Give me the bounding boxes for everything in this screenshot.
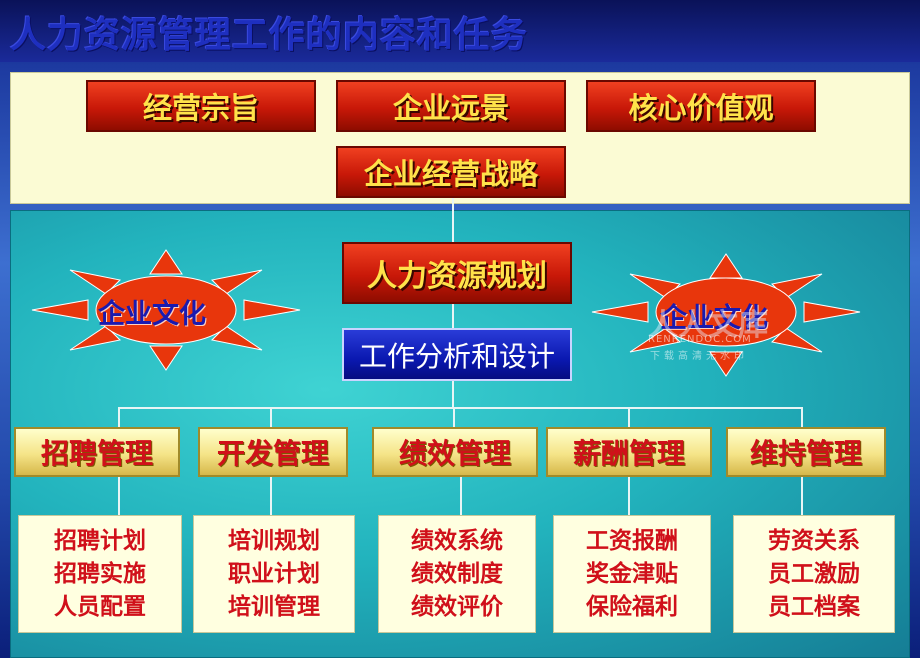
detail-item: 职业计划 — [228, 560, 320, 587]
detail-item: 绩效评价 — [411, 593, 503, 620]
detail-item: 保险福利 — [586, 593, 678, 620]
mgmt-performance: 绩效管理 — [372, 427, 538, 477]
detail-item: 绩效系统 — [411, 527, 503, 554]
connector-job-bus — [452, 381, 454, 408]
hr-planning-label: 人力资源规划 — [367, 259, 547, 294]
detail-item: 劳资关系 — [768, 527, 860, 554]
detail-item: 员工档案 — [768, 593, 860, 620]
detail-item: 招聘实施 — [54, 560, 146, 587]
connector-detail-2 — [270, 477, 272, 515]
connector-bus-5 — [801, 407, 803, 427]
detail-item: 培训管理 — [228, 593, 320, 620]
detail-development: 培训规划 职业计划 培训管理 — [193, 515, 355, 633]
connector-detail-5 — [801, 477, 803, 515]
culture-label-right: 企业文化 — [660, 303, 768, 334]
mgmt-recruitment-label: 招聘管理 — [40, 437, 153, 470]
mgmt-maintenance-label: 维持管理 — [749, 437, 862, 470]
detail-performance: 绩效系统 绩效制度 绩效评价 — [378, 515, 536, 633]
detail-item: 员工激励 — [768, 560, 860, 587]
vision-label: 企业远景 — [392, 91, 509, 125]
mgmt-recruitment: 招聘管理 — [14, 427, 180, 477]
mgmt-compensation-label: 薪酬管理 — [572, 437, 685, 470]
detail-item: 奖金津贴 — [586, 560, 678, 587]
values-label: 核心价值观 — [628, 91, 774, 125]
detail-item: 绩效制度 — [411, 560, 503, 587]
mgmt-compensation: 薪酬管理 — [546, 427, 712, 477]
culture-label-left: 企业文化 — [98, 299, 206, 330]
culture-sun-right — [591, 253, 861, 377]
hr-planning-box: 人力资源规划 — [342, 242, 572, 304]
connector-detail-1 — [118, 477, 120, 515]
job-analysis-label: 工作分析和设计 — [358, 339, 555, 373]
detail-compensation: 工资报酬 奖金津贴 保险福利 — [553, 515, 711, 633]
mission-label: 经营宗旨 — [142, 91, 259, 125]
detail-recruitment: 招聘计划 招聘实施 人员配置 — [18, 515, 182, 633]
mgmt-development: 开发管理 — [198, 427, 348, 477]
values-box: 核心价值观 — [586, 80, 816, 132]
detail-item: 工资报酬 — [586, 527, 678, 554]
connector-detail-4 — [628, 477, 630, 515]
connector-bus-3 — [453, 407, 455, 427]
mgmt-maintenance: 维持管理 — [726, 427, 886, 477]
watermark-site: RENRENDOC.COM — [648, 334, 752, 345]
connector-bus-1 — [118, 407, 120, 427]
detail-maintenance: 劳资关系 员工激励 员工档案 — [733, 515, 895, 633]
watermark-brand: 人人文库 — [648, 308, 768, 343]
connector-bus-2 — [270, 407, 272, 427]
culture-sun-left — [31, 249, 301, 371]
detail-item: 招聘计划 — [54, 527, 146, 554]
connector-strategy-hr — [452, 198, 454, 242]
mission-box: 经营宗旨 — [86, 80, 316, 132]
connector-bus — [118, 407, 802, 409]
detail-item: 培训规划 — [228, 527, 320, 554]
mgmt-performance-label: 绩效管理 — [398, 437, 511, 470]
connector-bus-4 — [628, 407, 630, 427]
strategy-label: 企业经营战略 — [363, 157, 538, 191]
mgmt-development-label: 开发管理 — [216, 437, 329, 470]
connector-detail-3 — [460, 477, 462, 515]
vision-box: 企业远景 — [336, 80, 566, 132]
page-title: 人力资源管理工作的内容和任务 — [10, 15, 529, 56]
detail-item: 人员配置 — [54, 593, 146, 620]
connector-hr-job — [452, 304, 454, 328]
watermark-slogan: 下载高清无水印 — [650, 351, 748, 362]
job-analysis-box: 工作分析和设计 — [342, 328, 572, 381]
title-bar: 人力资源管理工作的内容和任务 — [0, 0, 920, 62]
strategy-box: 企业经营战略 — [336, 146, 566, 198]
